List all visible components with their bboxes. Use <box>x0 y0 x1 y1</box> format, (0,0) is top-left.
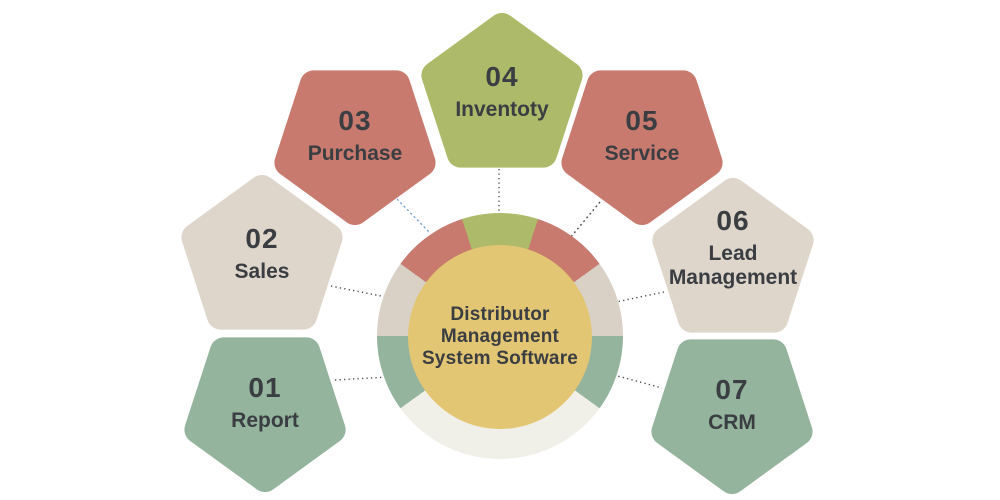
hub-title: Distributor Management System Software <box>421 304 579 369</box>
node-service-label: Service <box>604 141 680 165</box>
node-report: 01 Report <box>180 323 350 493</box>
node-inventory: 04 Inventoty <box>417 12 587 182</box>
node-sales: 02 Sales <box>177 174 347 344</box>
node-report-label: Report <box>231 408 299 432</box>
node-sales-label: Sales <box>234 259 290 283</box>
node-purchase-number: 03 <box>338 104 372 136</box>
node-crm-label: CRM <box>708 410 756 434</box>
connector-sales <box>330 285 387 298</box>
node-inventory-number: 04 <box>485 60 519 92</box>
node-purchase-label: Purchase <box>307 141 403 165</box>
node-inventory-label: Inventoty <box>455 97 549 121</box>
connector-service <box>569 201 601 239</box>
pentagon-sales-shape <box>181 175 343 330</box>
node-purchase: 03 Purchase <box>270 56 440 226</box>
pentagon-service-shape <box>561 70 723 225</box>
node-lead-management-number: 06 <box>716 204 750 236</box>
hub-circle: Distributor Management System Software <box>408 245 592 429</box>
node-lead-management-label: Lead Management <box>668 241 798 289</box>
connector-crm <box>613 374 663 389</box>
node-report-number: 01 <box>248 371 282 403</box>
node-crm-number: 07 <box>715 373 749 405</box>
pentagon-inventory-shape <box>421 13 583 168</box>
pentagon-purchase-shape <box>274 70 436 225</box>
pentagon-report-shape <box>184 337 346 492</box>
node-service: 05 Service <box>557 56 727 226</box>
connector-purchase <box>396 198 431 234</box>
node-sales-number: 02 <box>245 222 279 254</box>
connector-lead <box>615 291 665 303</box>
node-lead-management: 06 Lead Management <box>648 177 818 347</box>
pentagon-lead-management-shape <box>652 178 814 333</box>
node-service-number: 05 <box>625 104 659 136</box>
pentagon-crm-shape <box>651 339 813 494</box>
node-crm: 07 CRM <box>647 325 817 495</box>
